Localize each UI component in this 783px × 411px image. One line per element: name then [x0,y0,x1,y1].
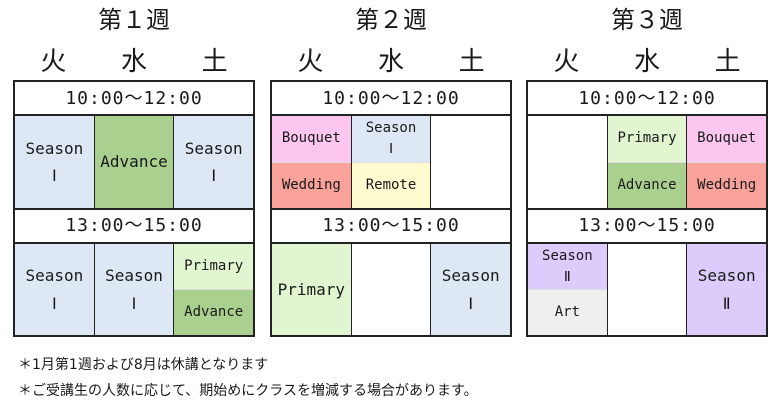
day-column [351,244,432,335]
class-cell: Bouquet [272,116,351,162]
class-cell: Primary [607,116,687,162]
day-column [431,116,511,208]
week-title: 第２週 [355,6,427,34]
day-column: Season Ⅰ [174,116,254,208]
class-cell: Advance [94,116,174,208]
class-cell [431,116,511,208]
day-sat: 土 [458,47,485,77]
time-afternoon: 13:00〜15:00 [272,208,510,244]
day-column [607,244,688,335]
week-title: 第３週 [611,6,683,34]
day-tue: 火 [297,47,324,77]
class-cell: Art [528,289,607,335]
day-column: Season Ⅰ [15,116,95,208]
class-cell: Advance [607,161,687,208]
class-cell: Primary [272,244,351,335]
class-cell: Primary [174,244,254,289]
time-morning: 10:00〜12:00 [272,82,510,116]
day-wed: 水 [121,47,148,77]
day-tue: 火 [40,47,67,77]
day-header: 火 水 土 [270,40,512,80]
day-tue: 火 [553,47,580,77]
notes: ＊1月第1週および8月は休講となります ＊ご受講生の人数に応じて、期始めにクラス… [18,352,478,404]
class-cell: Season Ⅱ [687,244,767,335]
note-line: ＊1月第1週および8月は休講となります [18,357,269,373]
day-column: Primary [272,244,352,335]
class-cell: Wedding [687,161,767,208]
class-cell: Season Ⅰ [174,116,254,208]
class-cell: Season Ⅰ [94,244,174,335]
class-cell [607,244,687,335]
day-column: Season Ⅱ [687,244,767,335]
class-cell: Season Ⅱ [528,244,607,289]
day-column: Season Ⅰ [431,244,511,335]
day-header: 火 水 土 [526,40,768,80]
day-column: Advance [94,116,175,208]
afternoon-slot: Primary Season Ⅰ [272,244,511,335]
class-cell: Season Ⅰ [431,244,511,335]
note-line: ＊ご受講生の人数に応じて、期始めにクラスを増減する場合があります。 [18,383,478,399]
class-cell [351,244,431,335]
time-morning: 10:00〜12:00 [528,82,766,116]
day-column [528,116,608,208]
day-column: Season Ⅰ [94,244,175,335]
week-title: 第１週 [98,6,170,34]
class-cell [528,116,607,208]
time-afternoon: 13:00〜15:00 [528,208,766,244]
class-cell: Remote [351,161,431,208]
class-cell: Season Ⅰ [351,116,431,162]
time-afternoon: 13:00〜15:00 [15,208,253,244]
class-cell: Bouquet [687,116,767,162]
class-cell: Advance [174,289,254,335]
class-cell: Season Ⅰ [15,244,94,335]
day-wed: 水 [378,47,405,77]
day-wed: 水 [634,47,661,77]
day-column: Season Ⅰ [15,244,95,335]
day-sat: 土 [201,47,228,77]
time-morning: 10:00〜12:00 [15,82,253,116]
day-header: 火 水 土 [13,40,255,80]
class-cell: Wedding [272,161,351,208]
class-cell: Season Ⅰ [15,116,94,208]
day-sat: 土 [714,47,741,77]
